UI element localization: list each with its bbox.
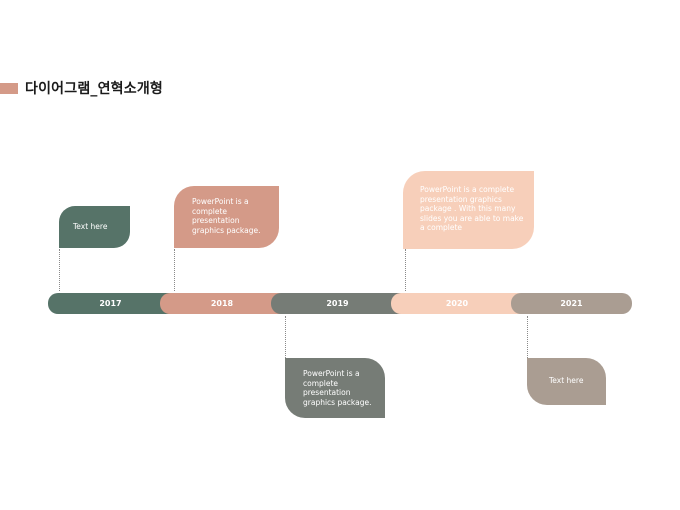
card-2017: Text here [59, 206, 130, 248]
timeline-segment-2019: 2019 [271, 293, 404, 314]
card-text: PowerPoint is a complete presentation gr… [420, 185, 524, 232]
card-2020: PowerPoint is a complete presentation gr… [403, 171, 534, 249]
card-text: PowerPoint is a complete presentation gr… [192, 197, 261, 235]
timeline-segment-2021: 2021 [511, 293, 632, 314]
timeline-year-label: 2020 [445, 299, 469, 308]
timeline-segment-2018: 2018 [160, 293, 284, 314]
connector-2021 [527, 316, 528, 358]
timeline-segment-2020: 2020 [391, 293, 523, 314]
connector-2017 [59, 249, 60, 291]
timeline-year-label: 2019 [326, 299, 349, 308]
card-text: Text here [73, 222, 108, 231]
card-2021: Text here [527, 358, 606, 405]
timeline-year-label: 2021 [560, 299, 583, 308]
card-2018: PowerPoint is a complete presentation gr… [174, 186, 279, 248]
timeline-year-label: 2017 [99, 299, 122, 308]
card-text: PowerPoint is a complete presentation gr… [303, 369, 372, 407]
slide-title: 다이어그램_연혁소개형 [25, 81, 163, 97]
connector-2020 [405, 249, 406, 291]
connector-2019 [285, 316, 286, 358]
timeline-year-label: 2018 [210, 299, 234, 308]
slide-header: 다이어그램_연혁소개형 [0, 79, 163, 97]
timeline-segment-2017: 2017 [48, 293, 173, 314]
card-2019: PowerPoint is a complete presentation gr… [285, 358, 385, 418]
connector-2018 [174, 249, 175, 291]
title-accent-block [0, 82, 18, 94]
card-text: Text here [549, 376, 584, 385]
